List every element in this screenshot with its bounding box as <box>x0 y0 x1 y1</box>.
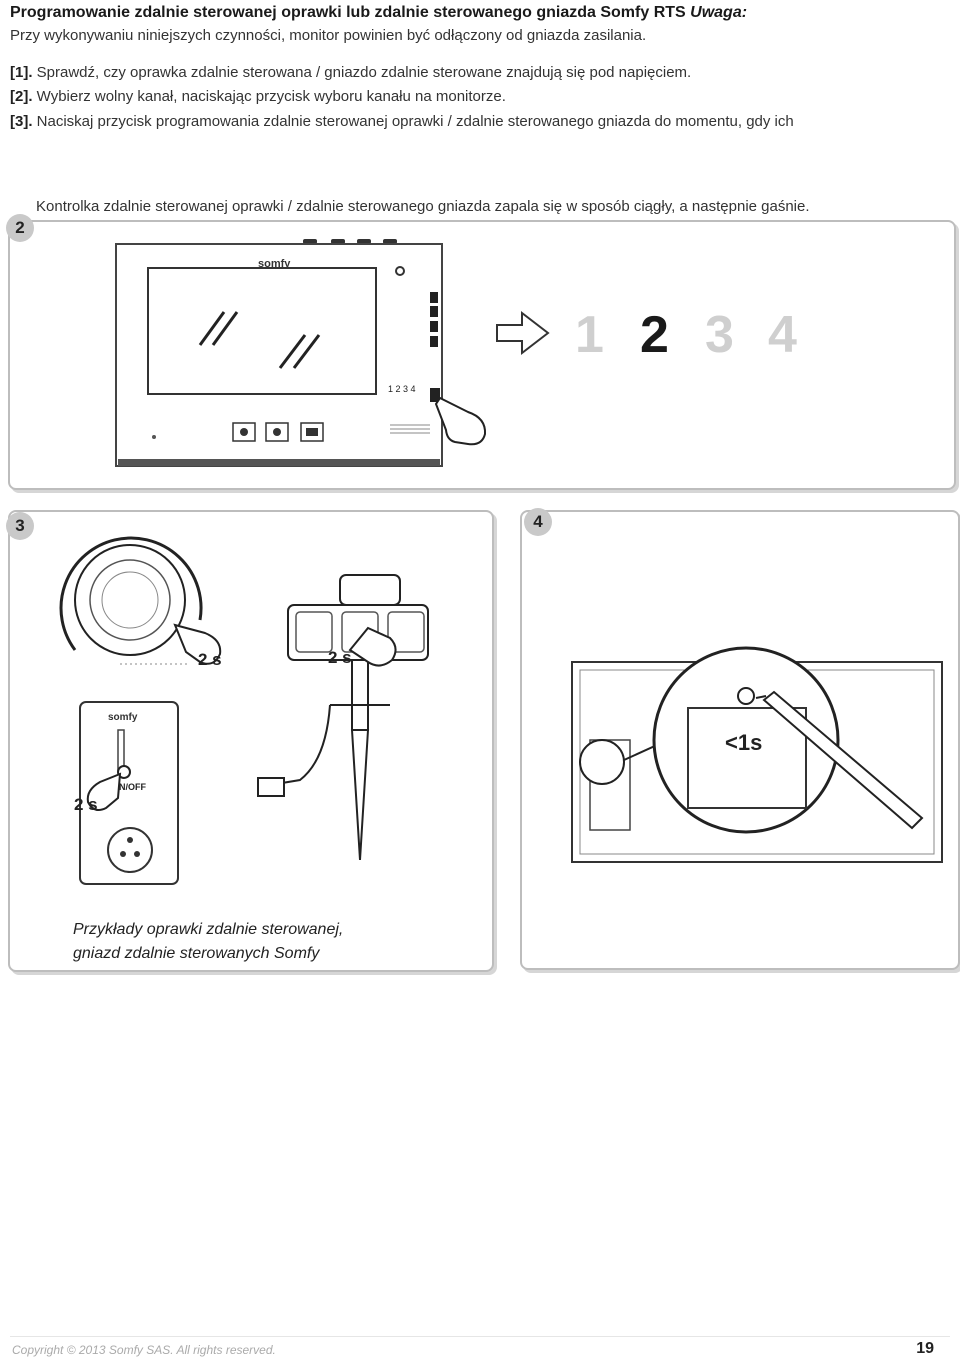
speaker-grille <box>390 424 430 434</box>
zoom-board <box>687 707 807 809</box>
hand-press-icon-b <box>348 626 397 667</box>
caption-line-2: gniazd zdalnie sterowanych Somfy <box>73 945 320 962</box>
press-label-c: 2 s <box>74 795 98 814</box>
channel-number-3: 3 <box>705 306 734 364</box>
plug-brand: somfy <box>108 712 138 723</box>
channel-number-1: 1 <box>575 306 604 364</box>
step-1-text: Sprawdź, czy oprawka zdalnie sterowana /… <box>32 64 692 81</box>
badge-step-2: 2 <box>6 214 34 242</box>
badge-step-3: 3 <box>6 512 34 540</box>
caption-line-1: Przykłady oprawki zdalnie sterowanej, <box>73 921 344 938</box>
arrow-right-icon <box>496 310 550 356</box>
press-label-a: 2 s <box>198 650 222 669</box>
press-label-d: <1s <box>725 730 762 755</box>
monitor-base <box>118 459 440 466</box>
pen-tool-icon <box>762 690 924 830</box>
step-3-continuation: Kontrolka zdalnie sterowanej oprawki / z… <box>36 198 810 215</box>
step-2: [2]. Wybierz wolny kanał, naciskając prz… <box>10 88 506 105</box>
zoom-source-circle <box>579 739 625 785</box>
step-3-text: Naciskaj przycisk programowania zdalnie … <box>32 113 794 130</box>
reset-hole[interactable] <box>737 687 755 705</box>
garden-socket-illustration <box>257 574 429 861</box>
hand-press-icon-a <box>173 623 222 665</box>
channel-number-4: 4 <box>768 306 797 364</box>
mic-icon <box>152 435 156 439</box>
subtitle: Przy wykonywaniu niniejszych czynności, … <box>10 27 647 44</box>
on-off-label: ON/OFF <box>112 782 146 792</box>
hand-press-icon-c <box>86 772 122 811</box>
monitor-top-buttons <box>303 239 397 244</box>
step-1: [1]. Sprawdź, czy oprawka zdalnie sterow… <box>10 64 691 81</box>
pen-tip <box>755 695 767 699</box>
screen-glare <box>198 311 321 369</box>
lamp-holder-illustration <box>59 536 203 665</box>
program-button[interactable] <box>117 765 131 779</box>
footer-copyright: Copyright © 2013 Somfy SAS. All rights r… <box>12 1343 276 1357</box>
press-label-b: 2 s <box>328 648 352 667</box>
title-note: Uwaga: <box>690 4 748 21</box>
socket-illustrations: 2 s 2 s somfy ON/OFF 2 s <box>59 536 429 885</box>
badge-step-4: 4 <box>524 508 552 536</box>
page-title: Programowanie zdalnie sterowanej oprawki… <box>10 4 747 22</box>
channel-numbers-small: 1 2 3 4 <box>388 384 416 394</box>
step-1-num: [1]. <box>10 64 33 81</box>
step-3-num: [3]. <box>10 113 33 130</box>
channel-number-2: 2 <box>640 306 669 364</box>
title-text: Programowanie zdalnie sterowanej oprawki… <box>10 4 686 21</box>
monitor-screen <box>147 267 377 395</box>
monitor-back-illustration: <1s <box>571 646 943 863</box>
plug-socket-illustration <box>79 701 179 885</box>
step-2-text: Wybierz wolny kanał, naciskając przycisk… <box>32 88 506 105</box>
panel-3-caption: Przykłady oprawki zdalnie sterowanej, gn… <box>73 918 343 966</box>
page-number: 19 <box>916 1340 934 1357</box>
channel-side-buttons <box>430 292 438 347</box>
step-3: [3]. Naciskaj przycisk programowania zda… <box>10 113 794 130</box>
step-2-num: [2]. <box>10 88 33 105</box>
footer-divider <box>10 1336 950 1337</box>
monitor-bottom-buttons <box>232 422 324 442</box>
power-led <box>395 266 405 276</box>
hand-press-icon <box>434 396 487 446</box>
channel-button[interactable] <box>430 388 440 402</box>
monitor-illustration: somfy 1 2 3 4 1 2 3 4 <box>115 239 797 467</box>
